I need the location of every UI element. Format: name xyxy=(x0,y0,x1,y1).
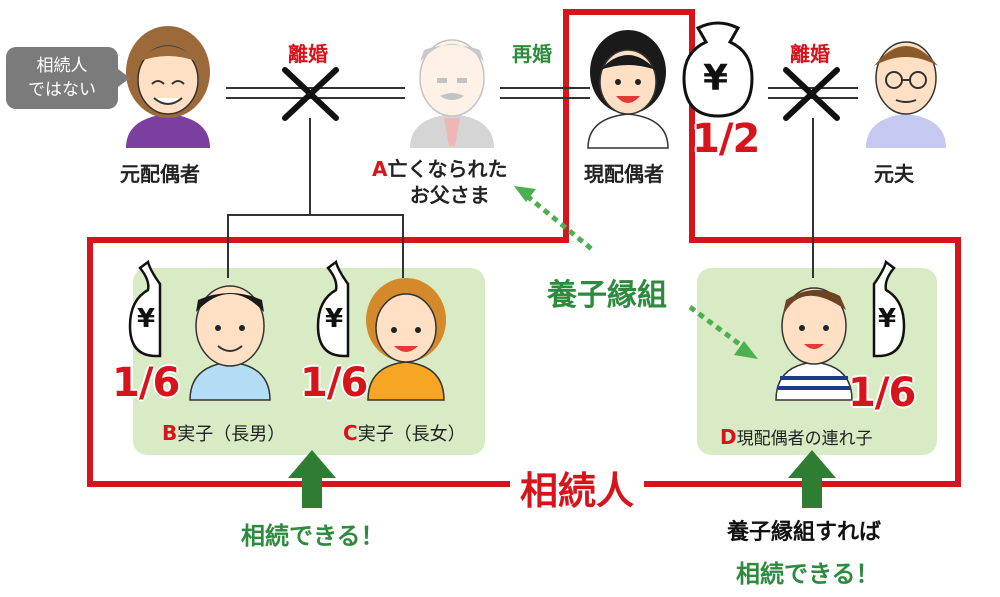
divorce-cross-left xyxy=(282,67,339,121)
adoption-label: 養子縁組 xyxy=(547,278,667,313)
child-b-figure xyxy=(189,285,271,401)
child-c-letter: C xyxy=(343,421,358,445)
yen-symbol-b: ¥ xyxy=(137,304,156,334)
share-child-d: 1/6 xyxy=(848,370,916,416)
deceased-father-name: A亡くなられた お父さま xyxy=(372,156,507,208)
heirs-label: 相続人 xyxy=(510,460,645,515)
can-inherit-label: 相続できる！ xyxy=(241,522,385,550)
child-b-letter: B xyxy=(162,421,178,445)
former-husband-figure xyxy=(866,41,946,148)
former-spouse-name: 元配偶者 xyxy=(120,162,200,186)
deceased-father-figure xyxy=(410,39,494,148)
child-b-label: B実子（長男） xyxy=(162,420,285,446)
adoption-arrow xyxy=(514,186,758,359)
current-spouse-figure xyxy=(587,30,669,149)
child-d-text: 現配偶者の連れ子 xyxy=(736,429,873,449)
remarriage-label: 再婚 xyxy=(512,42,552,66)
child-c-label: C実子（長女） xyxy=(343,420,466,446)
money-bag-b xyxy=(128,259,162,358)
former-husband-name: 元夫 xyxy=(874,162,914,186)
money-bag-spouse xyxy=(682,21,754,118)
can-inherit-label-2: 相続できる！ xyxy=(736,560,880,588)
descent-lines xyxy=(227,118,814,278)
former-spouse-figure xyxy=(126,26,210,148)
share-child-c: 1/6 xyxy=(300,360,368,406)
child-d-figure xyxy=(775,287,853,401)
yen-symbol-d: ¥ xyxy=(878,304,897,334)
child-b-text: 実子（長男） xyxy=(177,424,286,445)
father-line2: お父さま xyxy=(409,183,490,207)
money-bag-c xyxy=(316,259,350,358)
if-adopted-label: 養子縁組すれば xyxy=(727,520,882,545)
father-line1: 亡くなられた xyxy=(387,157,508,181)
current-spouse-name: 現配偶者 xyxy=(584,162,664,186)
share-child-b: 1/6 xyxy=(112,360,180,406)
not-heir-label: 相続人 ではない xyxy=(28,56,96,100)
up-arrow-right xyxy=(788,450,836,508)
divorce-label-right: 離婚 xyxy=(790,42,830,66)
father-letter: A xyxy=(372,157,388,181)
heirs-boundary xyxy=(87,9,961,487)
money-bag-d xyxy=(872,259,906,358)
yen-symbol-c: ¥ xyxy=(325,304,344,334)
marriage-lines xyxy=(226,87,858,99)
divorce-label-left: 離婚 xyxy=(288,42,328,66)
child-d-label: D現配偶者の連れ子 xyxy=(720,424,873,449)
child-c-figure xyxy=(366,278,446,401)
child-c-text: 実子（長女） xyxy=(357,424,466,445)
share-spouse: 1/2 xyxy=(692,116,760,162)
up-arrow-left xyxy=(288,450,336,508)
divorce-cross-right xyxy=(783,67,840,121)
yen-symbol-spouse: ¥ xyxy=(703,58,729,99)
child-d-letter: D xyxy=(720,425,737,449)
not-heir-tag: 相続人 ではない xyxy=(6,47,130,109)
